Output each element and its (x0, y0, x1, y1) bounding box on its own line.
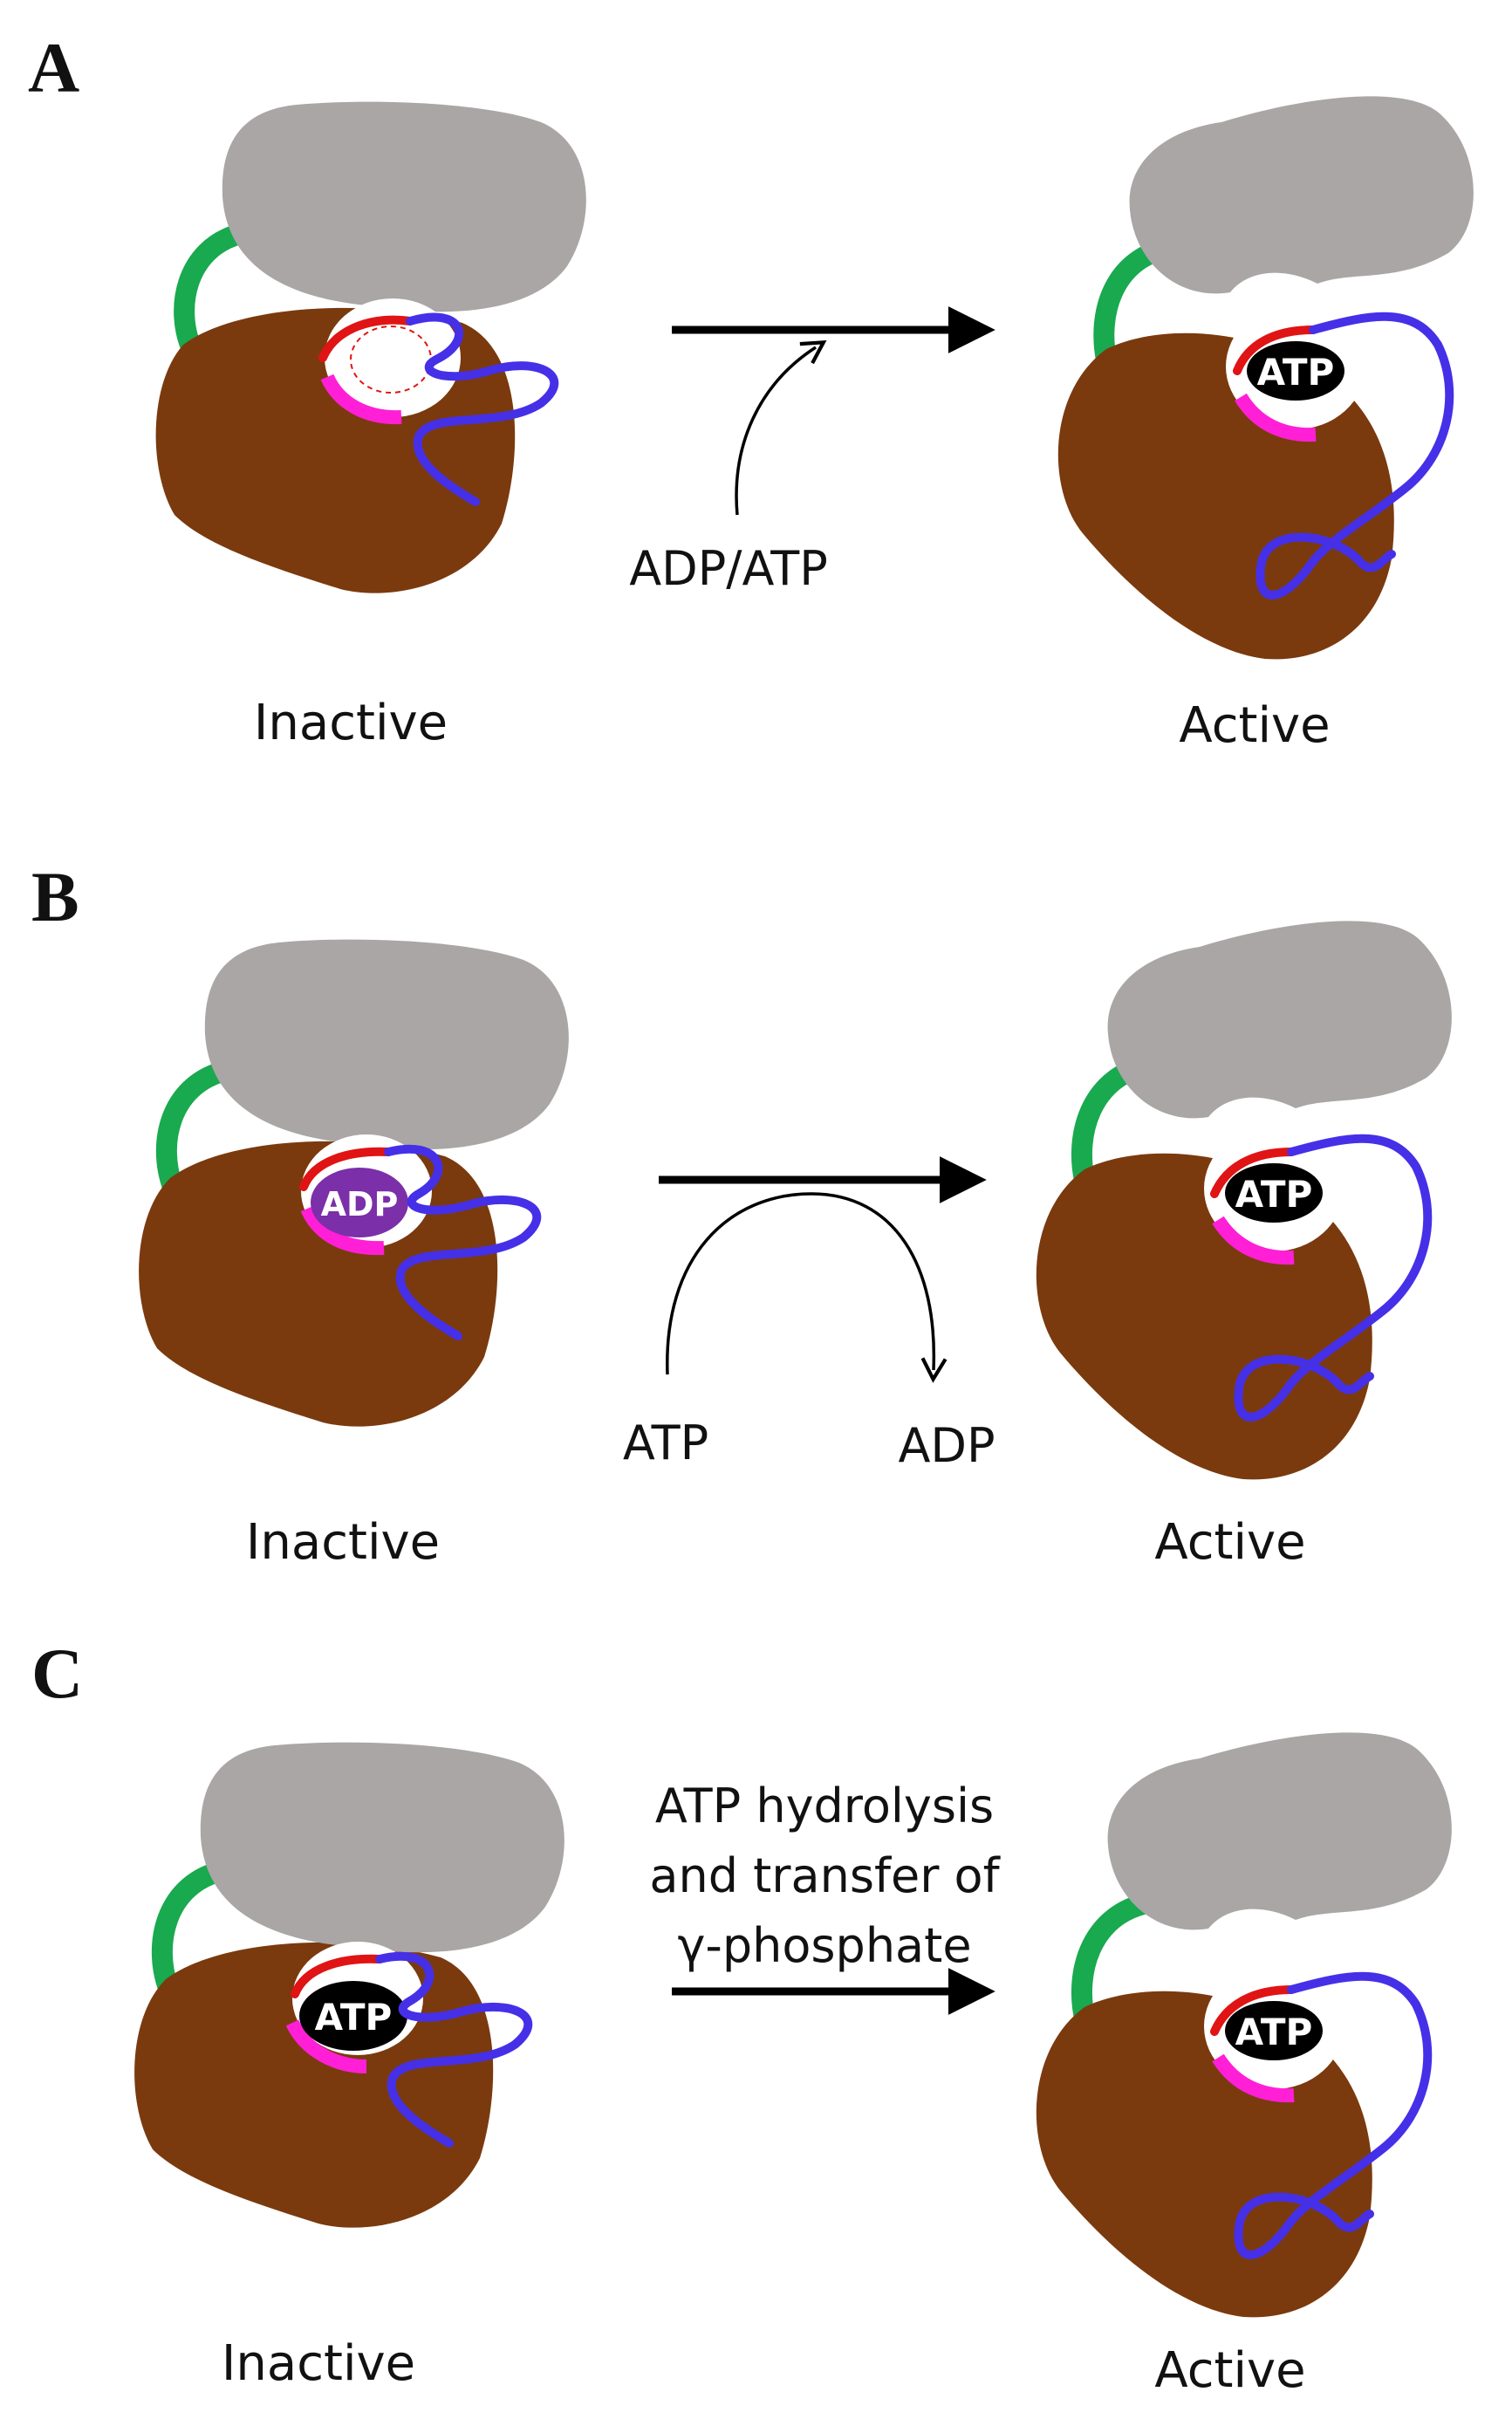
outgoing-label: ADP (898, 1418, 995, 1473)
red-loop (299, 1147, 393, 1191)
state-label-active-c: Active (1154, 2342, 1305, 2399)
hinge-green (174, 223, 250, 360)
state-label-inactive-a: Inactive (254, 695, 448, 751)
panel-letter-b: B (31, 857, 79, 936)
atp-label: ATP (1235, 2011, 1313, 2053)
magenta-loop (1235, 393, 1317, 442)
blue-tail (406, 312, 559, 506)
blue-tail (375, 1951, 533, 2148)
state-label-inactive-c: Inactive (222, 2335, 415, 2392)
red-loop (318, 315, 414, 362)
caption-line-3: γ-phosphate (677, 1918, 971, 1973)
magenta-loop (285, 2019, 367, 2073)
atp-molecule (299, 1981, 407, 2051)
blue-tail (384, 1144, 542, 1340)
panel-letter-c: C (31, 1634, 83, 1713)
magenta-loop (1212, 2053, 1295, 2103)
panel-b: B ADP ATP ADP (31, 857, 1452, 1571)
adp-molecule (311, 1168, 408, 1237)
active-kinase-b: ATP (1036, 921, 1452, 1480)
state-label-inactive-b: Inactive (246, 1514, 440, 1571)
reaction-arrow-c: ATP hydrolysis and transfer of γ-phospha… (649, 1778, 1002, 2015)
blue-tail (1255, 312, 1454, 600)
state-label-active-b: Active (1154, 1514, 1305, 1571)
incoming-label: ATP (623, 1415, 708, 1470)
n-lobe-grey (222, 101, 586, 312)
n-lobe-grey (204, 939, 569, 1150)
blue-tail (1234, 1971, 1433, 2259)
n-lobe-grey (1107, 921, 1452, 1119)
red-loop (291, 1954, 384, 1998)
atp-molecule (1225, 2001, 1323, 2060)
hinge-green (151, 1861, 229, 1998)
atp-label: ATP (1235, 1173, 1313, 1216)
red-loop (1210, 1148, 1296, 1198)
n-lobe-grey (200, 1742, 564, 1953)
reaction-arrow-a: ADP/ATP (629, 306, 995, 596)
caption-line-1: ATP hydrolysis (655, 1778, 994, 1833)
red-loop (1233, 326, 1317, 375)
atp-label: ATP (315, 1996, 393, 2039)
reaction-arrow-b: ATP ADP (623, 1156, 995, 1473)
adp-label: ADP (321, 1185, 399, 1223)
n-lobe-grey (1107, 1732, 1452, 1930)
inactive-kinase-c: ATP (134, 1742, 564, 2228)
inactive-kinase-a (155, 101, 586, 593)
exchange-curve (666, 1192, 948, 1383)
n-lobe-grey (1129, 96, 1474, 294)
atp-molecule (1225, 1163, 1323, 1223)
panel-a: A ADP/ATP ATP (28, 28, 1474, 754)
atp-molecule (1247, 341, 1344, 401)
blue-tail (1234, 1134, 1433, 1422)
hinge-green (155, 1061, 233, 1197)
red-loop (1210, 1985, 1296, 2036)
caption-line-2: and transfer of (649, 1848, 1001, 1903)
atp-label: ATP (1257, 351, 1335, 394)
hinge-green (1071, 1894, 1153, 2028)
cofactor-curve (735, 339, 827, 516)
magenta-loop (320, 373, 402, 425)
panel-letter-a: A (28, 28, 79, 107)
state-label-active-a: Active (1179, 697, 1330, 754)
inactive-kinase-b: ADP (139, 939, 569, 1427)
magenta-loop (1212, 1216, 1295, 1265)
panel-c: C ATP ATP hydrolysis and transfer of γ-p… (31, 1634, 1452, 2399)
active-kinase-a: ATP (1057, 96, 1474, 660)
active-kinase-c: ATP (1036, 1732, 1452, 2318)
magenta-loop (300, 1205, 385, 1256)
cofactor-label: ADP/ATP (629, 541, 828, 596)
